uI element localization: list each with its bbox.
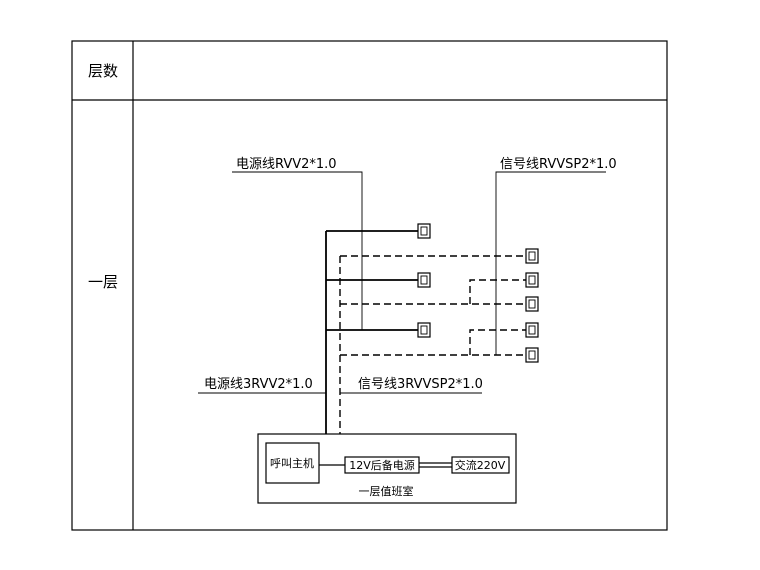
device-icon bbox=[525, 296, 539, 312]
signal-sub-branch-2 bbox=[469, 329, 526, 355]
call-host-box bbox=[265, 442, 320, 484]
signal-line-bottom-label: 信号线3RVVSP2*1.0 bbox=[358, 377, 483, 392]
device-icon bbox=[525, 272, 539, 288]
table-frame bbox=[71, 40, 668, 531]
device-icon bbox=[417, 223, 431, 239]
device-icon bbox=[525, 347, 539, 363]
power-top-leader bbox=[232, 171, 363, 330]
backup-power-label: 12V后备电源 bbox=[349, 458, 415, 472]
header-floor-label: 层数 bbox=[88, 62, 118, 80]
device-icon bbox=[525, 248, 539, 264]
ac-power-box bbox=[451, 456, 510, 474]
call-host-label: 呼叫主机 bbox=[270, 456, 314, 470]
device-icon bbox=[417, 322, 431, 338]
signal-line-top-label: 信号线RVVSP2*1.0 bbox=[500, 157, 617, 172]
ac-power-label: 交流220V bbox=[455, 458, 506, 472]
device-icon bbox=[417, 272, 431, 288]
device-icon bbox=[525, 322, 539, 338]
duty-room-label: 一层值班室 bbox=[359, 484, 414, 498]
floor-one-label: 一层 bbox=[88, 273, 118, 291]
signal-sub-branch-1 bbox=[469, 279, 526, 304]
power-line-bottom-label: 电源线3RVV2*1.0 bbox=[204, 377, 313, 392]
signal-top-leader bbox=[495, 171, 606, 355]
power-line-top-label: 电源线RVV2*1.0 bbox=[236, 157, 337, 172]
duty-room-box bbox=[257, 433, 517, 504]
